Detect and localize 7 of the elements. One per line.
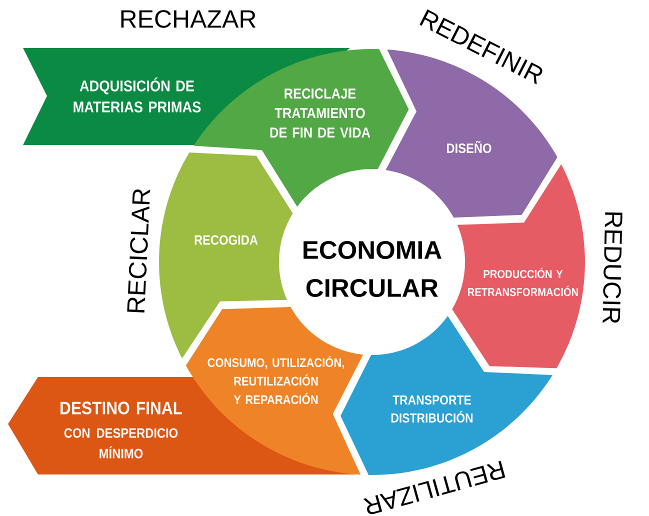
curved-label: REDUCIR — [602, 212, 622, 323]
chevron-segment: CONSUMO, UTILIZACIÓN, REUTILIZACIÓN Y REPARACIÓN — [186, 307, 364, 475]
center-title: ECONOMIA CIRCULAR — [304, 240, 442, 298]
chevron-segment: PRODUCCIÓN Y RETRANSFORMACIÓN — [452, 164, 585, 368]
chevron-segment: RECOGIDA — [159, 152, 293, 358]
curved-label: RECICLAR — [127, 189, 150, 312]
label: RECHAZAR — [121, 10, 256, 28]
